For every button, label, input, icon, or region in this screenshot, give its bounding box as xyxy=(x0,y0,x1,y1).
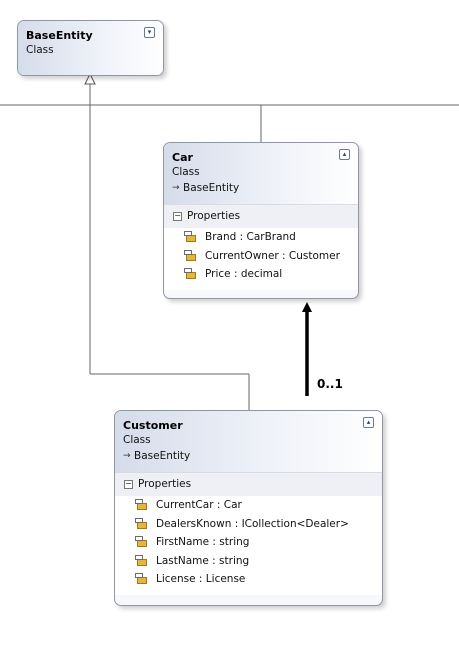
class-stereotype: Class xyxy=(172,166,200,178)
section-label: Properties xyxy=(187,210,241,222)
property-icon xyxy=(135,499,149,511)
minus-box-icon[interactable]: − xyxy=(173,210,182,221)
section-header-properties[interactable]: − Properties xyxy=(115,473,382,496)
property-label: License : License xyxy=(156,573,246,585)
class-stereotype: Class xyxy=(26,44,54,56)
property-label: FirstName : string xyxy=(156,536,250,548)
class-base-entity[interactable]: BaseEntity Class ▾ xyxy=(17,20,164,76)
class-name: BaseEntity xyxy=(26,29,93,42)
property-row[interactable]: LastName : string xyxy=(115,552,382,571)
property-label: LastName : string xyxy=(156,554,250,567)
property-icon xyxy=(135,573,149,585)
property-label: CurrentCar : Car xyxy=(156,499,242,511)
double-chevron-down-icon[interactable]: ▾ xyxy=(144,27,155,38)
base-class-ref: → BaseEntity xyxy=(172,180,358,196)
property-row[interactable]: CurrentCar : Car xyxy=(115,496,382,515)
property-icon xyxy=(135,517,149,530)
class-customer[interactable]: Customer Class → BaseEntity ▴ − Properti… xyxy=(114,410,383,606)
property-icon xyxy=(184,231,198,243)
base-class-ref: → BaseEntity xyxy=(123,448,382,464)
double-chevron-up-icon[interactable]: ▴ xyxy=(339,149,350,160)
property-icon xyxy=(184,249,198,262)
class-name: Car xyxy=(172,151,193,164)
base-class-name: BaseEntity xyxy=(134,450,191,462)
double-chevron-up-icon[interactable]: ▴ xyxy=(363,417,374,428)
section-header-properties[interactable]: − Properties xyxy=(164,205,358,228)
property-icon xyxy=(184,268,198,280)
property-icon xyxy=(135,536,149,548)
association-multiplicity: 0..1 xyxy=(317,377,343,391)
property-row[interactable]: FirstName : string xyxy=(115,533,382,552)
class-car[interactable]: Car Class → BaseEntity ▴ − Properties Br… xyxy=(163,142,359,299)
minus-box-icon[interactable]: − xyxy=(124,478,133,489)
section-label: Properties xyxy=(138,478,192,490)
property-label: DealersKnown : ICollection<Dealer> xyxy=(156,517,349,530)
property-label: Price : decimal xyxy=(205,268,283,280)
arrow-right-icon: → xyxy=(123,451,131,461)
class-name: Customer xyxy=(123,419,183,432)
property-row[interactable]: DealersKnown : ICollection<Dealer> xyxy=(115,515,382,534)
base-class-name: BaseEntity xyxy=(183,182,240,194)
property-row[interactable]: License : License xyxy=(115,570,382,589)
property-label: Brand : CarBrand xyxy=(205,231,296,243)
property-label: CurrentOwner : Customer xyxy=(205,249,340,262)
property-row[interactable]: CurrentOwner : Customer xyxy=(164,247,358,266)
arrow-right-icon: → xyxy=(172,183,180,193)
property-row[interactable]: Brand : CarBrand xyxy=(164,228,358,247)
property-row[interactable]: Price : decimal xyxy=(164,265,358,284)
class-stereotype: Class xyxy=(123,434,151,446)
property-icon xyxy=(135,554,149,567)
association-arrowhead xyxy=(302,302,312,312)
